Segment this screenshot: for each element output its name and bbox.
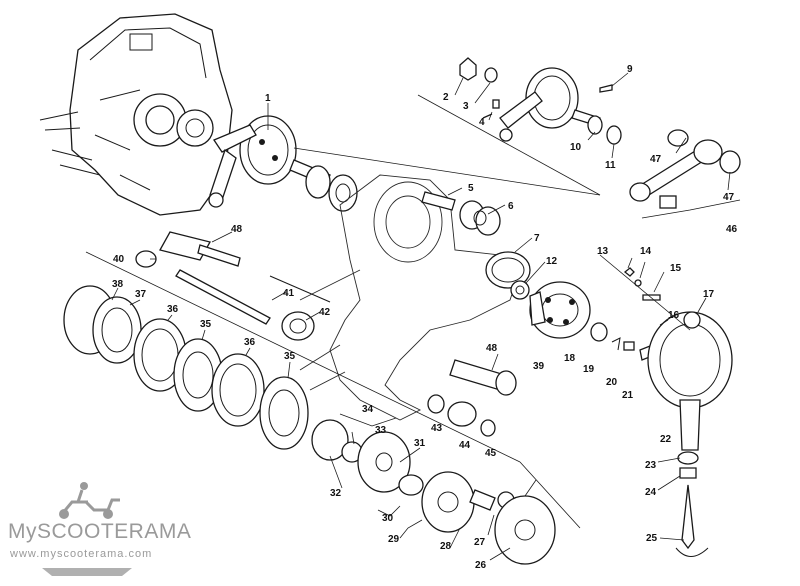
callout-42: 42 [319, 307, 331, 318]
callout-6: 6 [508, 201, 514, 212]
callout-5: 5 [468, 183, 474, 194]
callout-48b: 48 [486, 343, 498, 354]
callout-23: 23 [645, 460, 657, 471]
callout-1: 1 [265, 93, 271, 104]
callout-44: 44 [459, 440, 471, 451]
callout-47b: 47 [723, 192, 735, 203]
watermark-url: www.myscooterama.com [10, 548, 153, 560]
small-parts-top [459, 57, 613, 119]
callout-36a: 36 [167, 304, 179, 315]
callout-22: 22 [660, 434, 672, 445]
callout-32: 32 [330, 488, 342, 499]
watermark-bar-icon [42, 568, 132, 576]
callout-29: 29 [388, 534, 400, 545]
callout-39: 39 [533, 361, 545, 372]
callout-33: 33 [375, 425, 387, 436]
callout-20: 20 [606, 377, 618, 388]
clutch-bottom-parts [398, 471, 556, 565]
callout-12: 12 [546, 256, 558, 267]
crankcase-half-left [39, 13, 233, 216]
callout-14: 14 [640, 246, 652, 257]
callout-7: 7 [534, 233, 540, 244]
callout-26: 26 [475, 560, 487, 571]
callout-28: 28 [440, 541, 452, 552]
callout-15: 15 [670, 263, 682, 274]
leader-lines [111, 72, 741, 561]
callout-34: 34 [362, 404, 374, 415]
callout-19: 19 [583, 364, 595, 375]
callout-27: 27 [474, 537, 486, 548]
scooter-rider-icon [59, 482, 120, 519]
callout-25: 25 [646, 533, 658, 544]
callout-16: 16 [668, 310, 680, 321]
callout-31: 31 [414, 438, 426, 449]
divider-lines [85, 94, 691, 529]
crankshaft-alternative [499, 67, 622, 145]
callout-43: 43 [431, 423, 443, 434]
crankcase-half-right-outline [299, 174, 521, 421]
callout-13: 13 [597, 246, 609, 257]
crankshaft-assembly [208, 115, 358, 212]
callout-2: 2 [443, 92, 449, 103]
callout-9: 9 [627, 64, 633, 75]
callout-24: 24 [645, 487, 657, 498]
bearings-and-seals [421, 191, 531, 300]
callout-labels: 1 2 3 4 5 6 7 9 10 11 12 13 14 15 16 17 … [112, 64, 738, 571]
clutch-hub-parts [311, 394, 496, 493]
watermark-logo: MySCOOTERAMA www.myscooterama.com [8, 480, 191, 580]
callout-35a: 35 [200, 319, 212, 330]
callout-46: 46 [726, 224, 738, 235]
callout-38: 38 [112, 279, 124, 290]
callout-37: 37 [135, 289, 147, 300]
callout-11: 11 [605, 160, 616, 171]
callout-45: 45 [485, 448, 497, 459]
gear-cluster [529, 281, 653, 361]
callout-41: 41 [283, 288, 295, 299]
callout-17: 17 [703, 289, 715, 300]
callout-10: 10 [570, 142, 582, 153]
callout-3: 3 [463, 101, 469, 112]
callout-36b: 36 [244, 337, 256, 348]
callout-4: 4 [479, 117, 485, 128]
kickstart-cover [623, 267, 733, 557]
shafts [135, 231, 517, 396]
callout-18: 18 [564, 353, 576, 364]
clutch-plates [63, 285, 309, 450]
callout-21: 21 [622, 390, 634, 401]
connecting-rod [629, 129, 741, 209]
callout-35b: 35 [284, 351, 296, 362]
callout-40: 40 [113, 254, 125, 265]
callout-47a: 47 [650, 154, 662, 165]
callout-48a: 48 [231, 224, 243, 235]
callout-30: 30 [382, 513, 394, 524]
watermark-brand: MySCOOTERAMA [8, 520, 192, 543]
